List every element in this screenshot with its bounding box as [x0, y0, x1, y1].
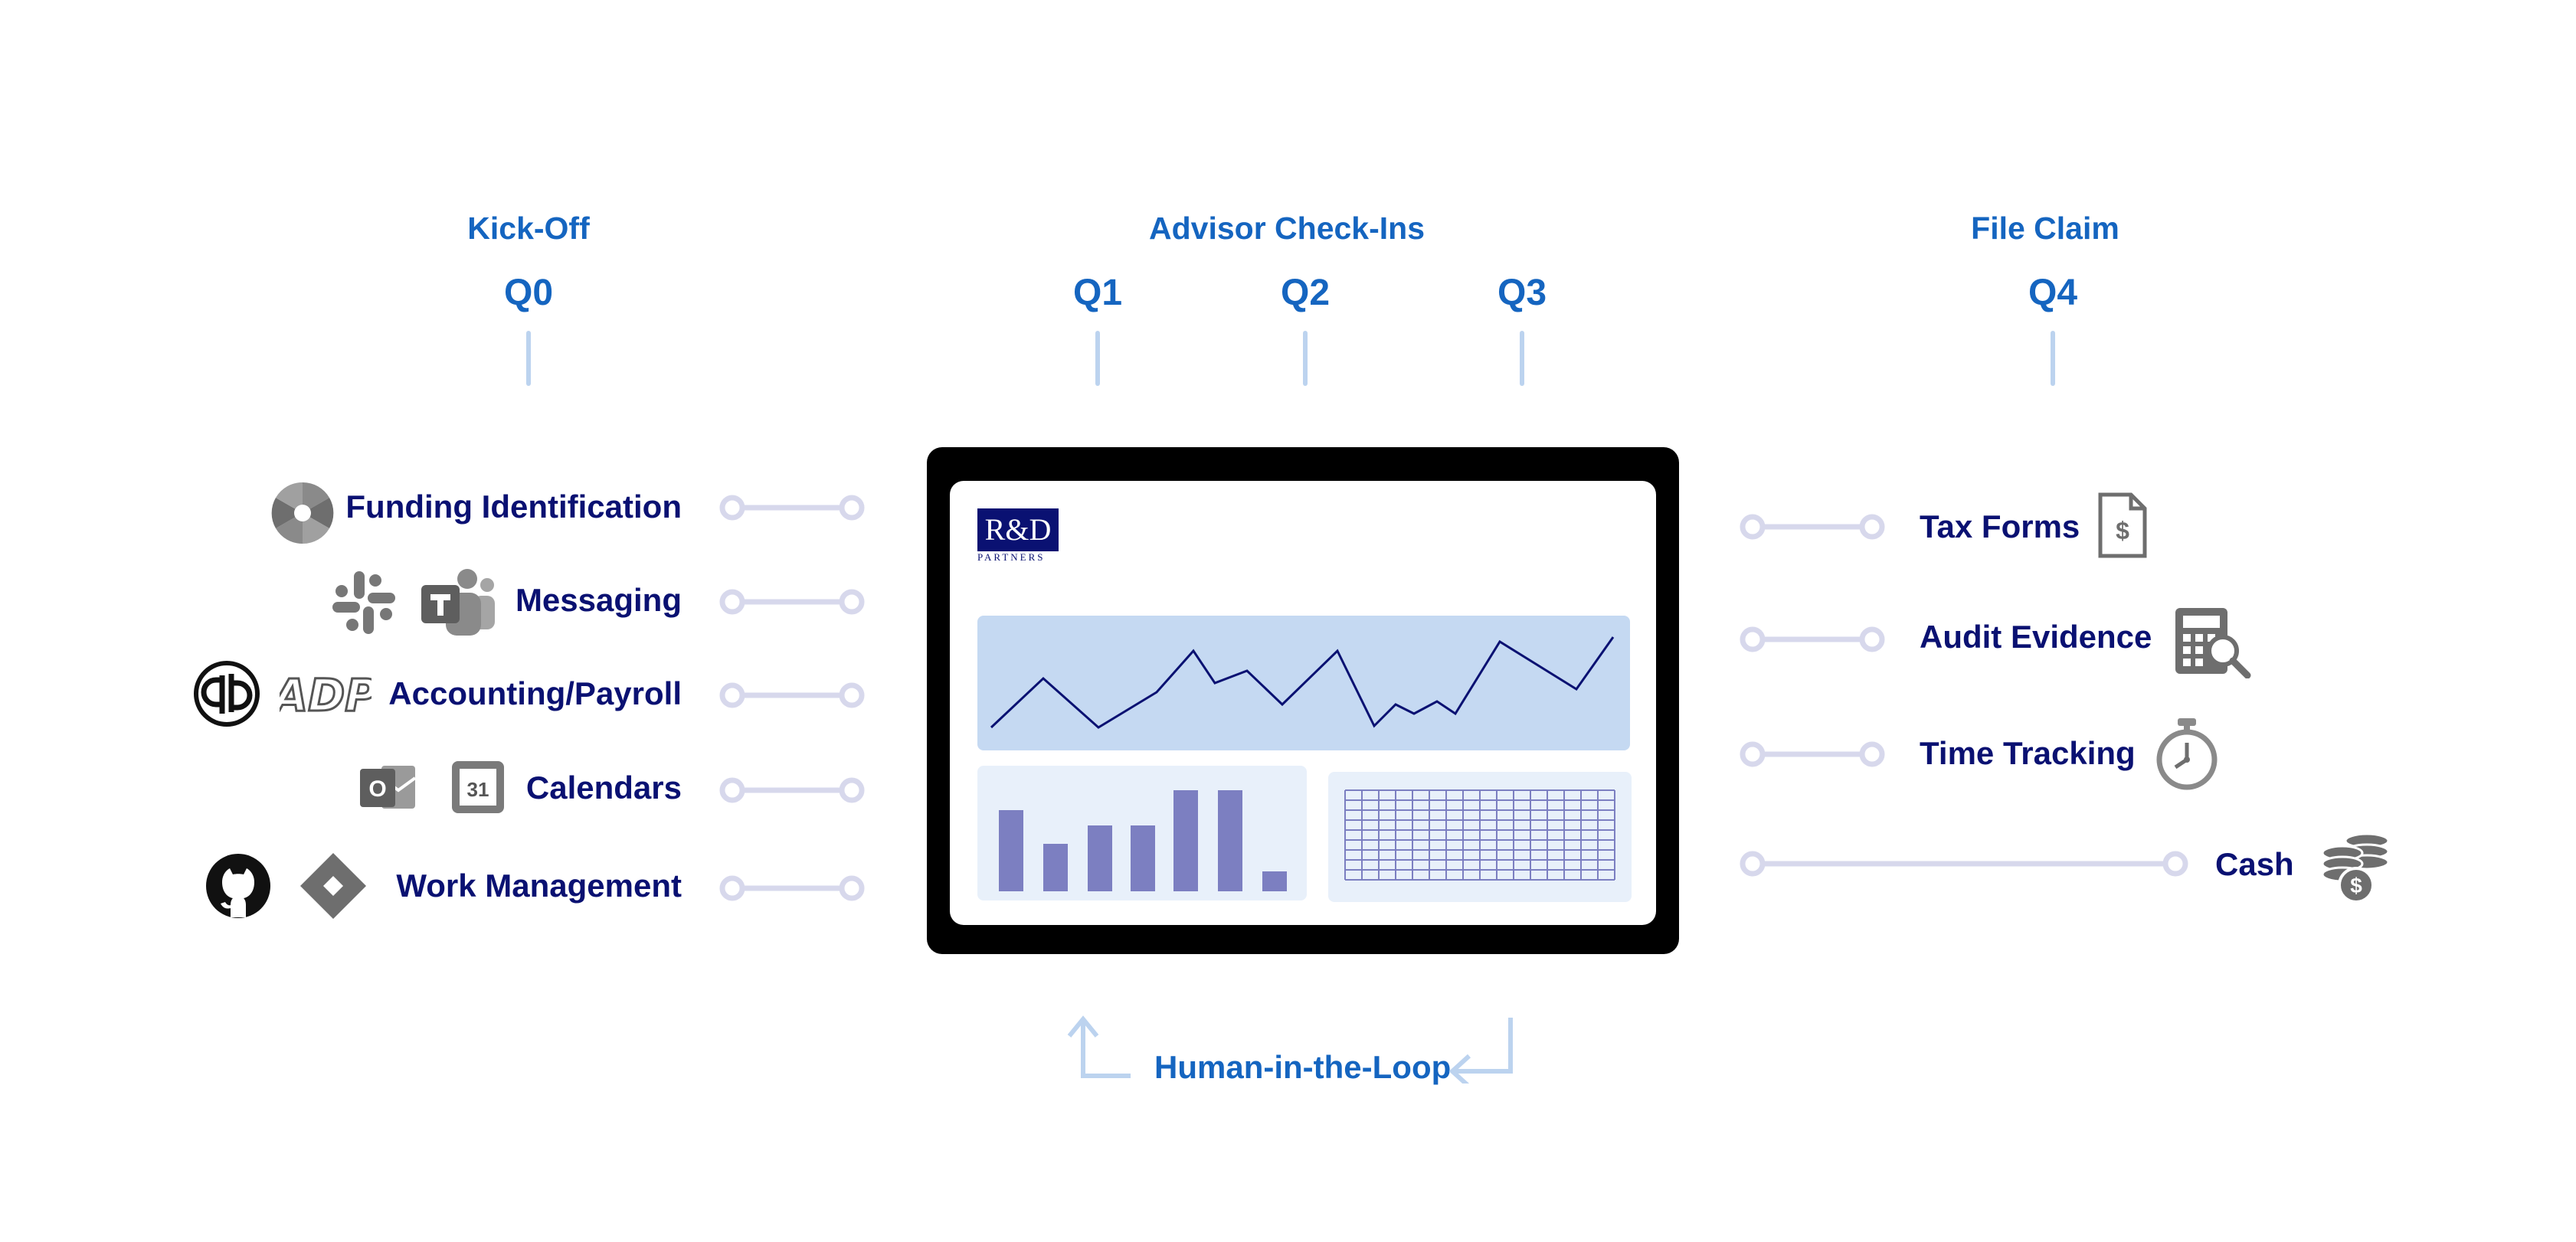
output-label-time-tracking: Time Tracking: [1920, 735, 2136, 771]
tablet-screen: R&D PARTNERS: [950, 481, 1656, 925]
connector-cash: [1740, 851, 2188, 877]
output-label-audit-evidence: Audit Evidence: [1920, 619, 2152, 655]
tick-q1: [1095, 331, 1100, 386]
teams-icon: [420, 567, 496, 637]
loop-label: Human-in-the-Loop: [1154, 1049, 1452, 1085]
company-logo: R&D: [977, 508, 1059, 551]
github-icon: [204, 851, 273, 920]
connector-funding: [719, 495, 865, 521]
coin-symbol: $: [2350, 874, 2362, 897]
quarter-q0: Q0: [503, 273, 554, 313]
input-label-messaging: Messaging: [515, 582, 682, 618]
line-chart: [990, 636, 1615, 729]
coins-icon: $: [2319, 830, 2393, 907]
outlook-icon: O: [358, 758, 417, 816]
jira-icon: [297, 850, 369, 922]
tick-q3: [1520, 331, 1524, 386]
loop-arrow-up-icon: [1067, 1015, 1131, 1078]
connector-time-tracking: [1740, 741, 1885, 767]
line-chart-panel: [977, 616, 1630, 750]
stopwatch-icon: [2152, 717, 2221, 790]
input-label-funding: Funding Identification: [345, 489, 682, 525]
input-label-calendars: Calendars: [525, 770, 682, 806]
table-grid-panel: [1328, 772, 1632, 902]
output-label-cash: Cash: [2215, 846, 2294, 882]
quarter-q4: Q4: [2028, 273, 2078, 313]
phase-kickoff: Kick-Off: [467, 211, 590, 246]
slack-icon: [329, 568, 398, 637]
logo-sub: PARTNERS: [977, 551, 1046, 563]
calculator-search-icon: [2172, 605, 2252, 678]
tick-q4: [2051, 331, 2055, 386]
table-grid: [1344, 789, 1615, 881]
google-calendar-icon: 31: [449, 758, 507, 816]
adp-text: ADP: [280, 669, 372, 721]
input-label-work-management: Work Management: [396, 868, 682, 904]
quickbooks-icon: [193, 660, 260, 727]
shutter-icon: [268, 479, 337, 547]
output-label-tax-forms: Tax Forms: [1920, 508, 2080, 544]
connector-tax-forms: [1740, 514, 1885, 540]
tablet-device: R&D PARTNERS: [927, 447, 1679, 954]
loop-arrow-down-icon: [1448, 1018, 1513, 1083]
tax-form-icon: $: [2097, 492, 2148, 559]
adp-icon: ADP: [280, 666, 372, 722]
connector-calendars: [719, 777, 865, 803]
input-label-accounting: Accounting/Payroll: [388, 675, 682, 711]
phase-file-claim: File Claim: [1971, 211, 2119, 246]
phase-advisor-checkins: Advisor Check-Ins: [1149, 211, 1425, 246]
quarter-q2: Q2: [1280, 273, 1331, 313]
tick-q0: [526, 331, 531, 386]
connector-work-management: [719, 875, 865, 901]
bar-chart: [999, 790, 1287, 891]
calendar-number: 31: [467, 778, 489, 801]
tick-q2: [1303, 331, 1308, 386]
connector-audit-evidence: [1740, 626, 1885, 652]
logo-main: R&D: [984, 512, 1052, 547]
quarter-q1: Q1: [1072, 273, 1123, 313]
tax-form-symbol: $: [2116, 517, 2129, 544]
bar-chart-panel: [977, 766, 1307, 900]
outlook-letter: O: [368, 776, 386, 802]
connector-messaging: [719, 589, 865, 615]
quarter-q3: Q3: [1497, 273, 1547, 313]
connector-accounting: [719, 682, 865, 708]
